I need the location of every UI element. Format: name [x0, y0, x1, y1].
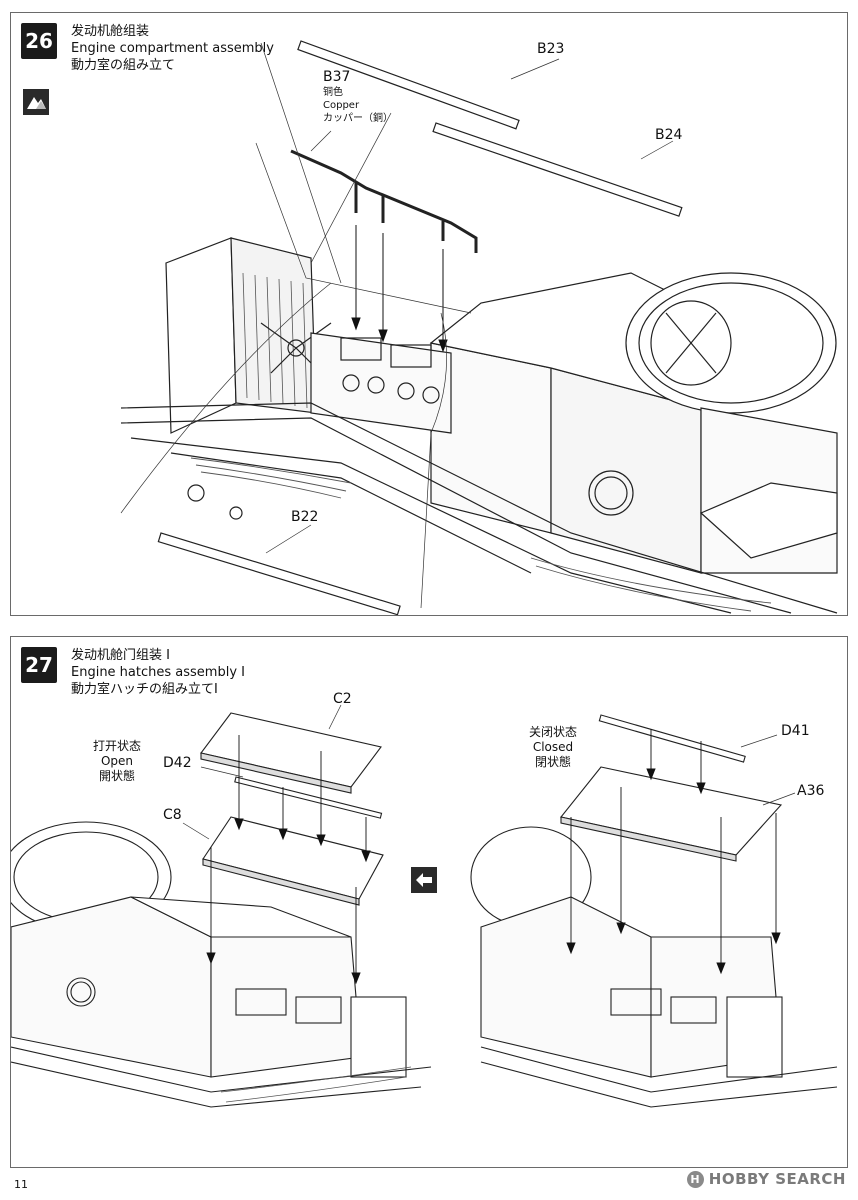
step-number-badge: 26 [21, 23, 57, 59]
closed-state-ja: 閉状態 [535, 755, 572, 769]
step-title-en: Engine hatches assembly I [71, 665, 245, 680]
part-label-b22: B22 [291, 509, 319, 525]
b37-color-zh: 铜色 [323, 87, 343, 98]
part-label-c2: C2 [333, 691, 352, 707]
step-title-ja: 動力室の組み立て [71, 58, 176, 73]
step-title-ja: 動力室ハッチの組み立てI [71, 682, 218, 697]
closed-state-label: 关闭状态 Closed 閉状態 [529, 725, 577, 770]
two-variants-icon [23, 89, 49, 115]
step-number-badge: 27 [21, 647, 57, 683]
part-label-b23: B23 [537, 41, 565, 57]
engine-compartment-illustration [120, 40, 838, 615]
open-state-en: Open [100, 754, 134, 768]
step-titles: 发动机舱组装 Engine compartment assembly 動力室の組… [71, 23, 274, 74]
step-26-panel: 26 发动机舱组装 Engine compartment assembly 動力… [10, 12, 848, 616]
part-label-c8: C8 [163, 807, 182, 823]
part-label-d41: D41 [781, 723, 810, 739]
b37-color-ja: カッパー（銅） [323, 113, 393, 124]
open-state-zh: 打开状态 [93, 739, 142, 753]
step-title-en: Engine compartment assembly [71, 41, 274, 56]
part-label-b24: B24 [655, 127, 683, 143]
step-titles: 发动机舱门组装 I Engine hatches assembly I 動力室ハ… [71, 647, 245, 698]
step-title-zh: 发动机舱组装 [71, 24, 150, 39]
watermark-text: HOBBY SEARCH [708, 1170, 846, 1188]
part-label-d42: D42 [163, 755, 192, 771]
page-number: 11 [14, 1178, 28, 1191]
step-27-panel: 27 发动机舱门组装 I Engine hatches assembly I 動… [10, 636, 848, 1168]
closed-state-zh: 关闭状态 [529, 725, 578, 739]
open-state-ja: 開状態 [99, 769, 136, 783]
alternative-arrows-icon [411, 867, 437, 893]
part-label-a36: A36 [797, 783, 825, 799]
hobby-search-logo-icon: H [686, 1170, 704, 1188]
open-state-label: 打开状态 Open 開状態 [93, 739, 141, 784]
b37-color-en: Copper [323, 100, 360, 111]
watermark: H HOBBY SEARCH [686, 1170, 846, 1188]
b37-color-note: 铜色 Copper カッパー（銅） [323, 86, 393, 125]
step-title-zh: 发动机舱门组装 I [71, 648, 170, 663]
engine-hatches-illustration [11, 704, 838, 1108]
part-label-b37: B37 [323, 69, 351, 85]
closed-state-en: Closed [532, 740, 574, 754]
